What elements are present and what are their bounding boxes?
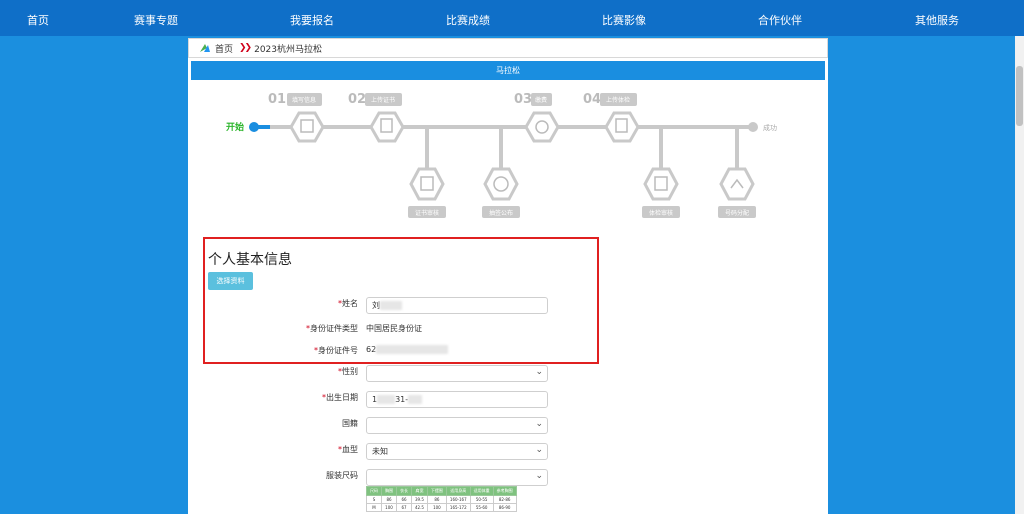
branch-bib-assign-icon: [719, 167, 755, 201]
size-header: 肩宽: [411, 486, 428, 496]
step-1-label: 填写信息: [292, 96, 316, 104]
size-header: 适用身高: [445, 486, 471, 496]
flow-start-dot: [249, 122, 259, 132]
step-2-label: 上传证书: [371, 96, 395, 104]
highlight-box: [203, 237, 599, 364]
registration-flow: 开始 成功 01 填写信息 02 上传证书 03 缴费 04 上传体检: [226, 92, 777, 218]
flow-end-dot: [748, 122, 758, 132]
flow-start-label: 开始: [226, 121, 244, 133]
size-cell: 66: [396, 495, 412, 504]
nav-gallery[interactable]: 比赛影像: [602, 14, 646, 27]
clothes-size-label: 服装尺码: [326, 471, 358, 480]
step-4-label: 上传体检: [606, 96, 630, 104]
size-cell: 82-86: [492, 495, 517, 504]
nav-register[interactable]: 我要报名: [290, 14, 334, 27]
page-title: 马拉松: [496, 66, 520, 75]
nav-results[interactable]: 比赛成绩: [446, 14, 490, 27]
size-cell: M: [366, 503, 382, 512]
size-header: 下摆围: [426, 486, 447, 496]
step-3-label: 缴费: [535, 96, 547, 104]
nationality-label: 国籍: [342, 419, 358, 428]
branch-3-label: 体检审核: [649, 209, 673, 217]
top-nav: 首页 赛事专题 我要报名 比赛成绩 比赛影像 合作伙伴 其他服务: [0, 0, 1024, 36]
nationality-select[interactable]: [366, 417, 548, 434]
size-cell: 86: [381, 495, 397, 504]
size-chart-table: 尺码 胸围 衣长 肩宽 下摆围 适用身高 适用体重 参考胸围 S 86 66 3…: [366, 486, 517, 512]
step-3-payment-icon: [524, 111, 560, 143]
breadcrumb: 首页 ❯❯ 2023杭州马拉松: [188, 38, 828, 58]
branch-medical-review-icon: [643, 167, 679, 201]
size-header: 胸围: [381, 486, 397, 496]
size-cell: 86: [426, 495, 447, 504]
chevron-double-right-icon: ❯❯: [239, 43, 252, 53]
name-input[interactable]: 刘: [366, 297, 548, 314]
breadcrumb-home[interactable]: 首页: [215, 44, 234, 55]
size-cell: 165-172: [445, 503, 471, 512]
nav-event-topics[interactable]: 赛事专题: [134, 14, 178, 27]
table-row: M 100 67 42.5 100 165-172 55-60 86-90: [366, 503, 517, 512]
id-number-label: *身份证件号: [314, 346, 358, 355]
size-cell: 86-90: [492, 503, 517, 512]
size-header: 参考胸围: [492, 486, 517, 496]
step-1-num: 01: [268, 92, 286, 107]
clothes-size-select[interactable]: [366, 469, 548, 486]
size-cell: 160-167: [445, 495, 471, 504]
gender-label: *性别: [338, 367, 358, 376]
home-icon: [200, 44, 210, 52]
nav-other-services[interactable]: 其他服务: [915, 14, 959, 27]
size-header: 尺码: [366, 486, 382, 496]
blood-type-select[interactable]: 未知: [366, 443, 548, 460]
choose-profile-button[interactable]: 选择资料: [208, 272, 253, 290]
size-cell: 50-55: [469, 495, 494, 504]
id-number-value: 62: [366, 345, 449, 354]
main-panel: 首页 ❯❯ 2023杭州马拉松 马拉松 开始 成功 01 填写信息 02 上传证…: [188, 38, 828, 514]
branch-1-label: 证书审核: [415, 209, 439, 217]
size-cell: S: [366, 495, 382, 504]
table-row: S 86 66 39.5 86 160-167 50-55 82-86: [366, 495, 517, 504]
name-label: *姓名: [338, 299, 358, 308]
size-cell: 67: [396, 503, 412, 512]
flow-end-label: 成功: [763, 123, 777, 132]
scrollbar[interactable]: [1015, 36, 1024, 514]
size-cell: 100: [426, 503, 447, 512]
branch-lottery-icon: [483, 167, 519, 201]
size-header: 适用体重: [469, 486, 494, 496]
step-4-medical-icon: [604, 111, 640, 143]
branch-4-label: 号码分配: [725, 209, 749, 217]
size-cell: 42.5: [411, 503, 428, 512]
id-type-value: 中国居民身份证: [366, 324, 422, 333]
page-title-bar: 马拉松: [191, 61, 825, 80]
nav-home[interactable]: 首页: [27, 14, 49, 27]
scrollbar-thumb[interactable]: [1016, 66, 1023, 126]
step-2-certificate-icon: [369, 111, 405, 143]
section-title: 个人基本信息: [208, 252, 292, 268]
size-cell: 100: [381, 503, 397, 512]
step-4-num: 04: [583, 92, 601, 107]
step-1-form-icon: [289, 111, 325, 143]
step-3-num: 03: [514, 92, 532, 107]
birth-label: *出生日期: [322, 393, 358, 402]
size-cell: 39.5: [411, 495, 428, 504]
size-cell: 55-60: [469, 503, 494, 512]
blood-type-label: *血型: [338, 445, 358, 454]
nav-partners[interactable]: 合作伙伴: [758, 14, 802, 27]
branch-2-label: 抽签公布: [489, 209, 513, 217]
branch-cert-review-icon: [409, 167, 445, 201]
breadcrumb-current: 2023杭州马拉松: [254, 44, 323, 55]
step-2-num: 02: [348, 92, 366, 107]
size-header: 衣长: [396, 486, 412, 496]
gender-select[interactable]: [366, 365, 548, 382]
id-type-label: *身份证件类型: [306, 324, 358, 333]
